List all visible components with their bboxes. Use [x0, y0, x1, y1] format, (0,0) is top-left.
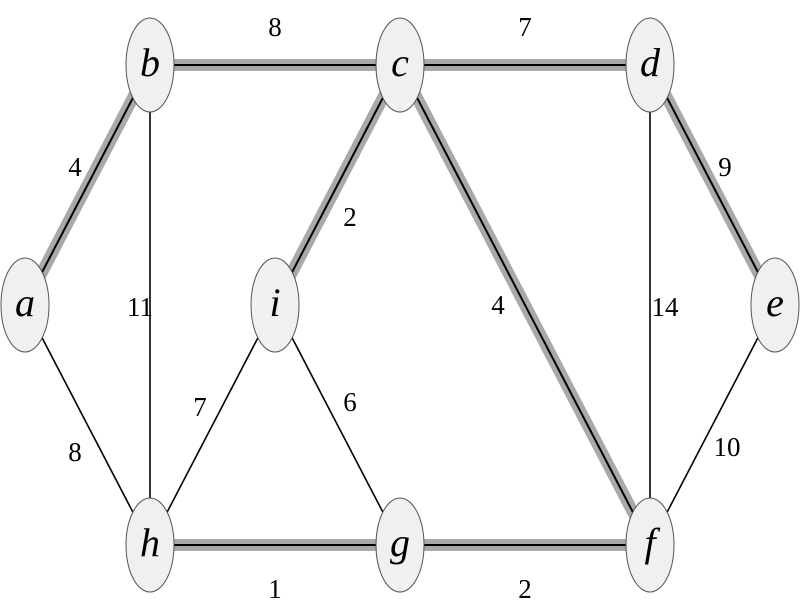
node-h: h — [125, 497, 175, 593]
node-i-label: i — [269, 280, 280, 325]
node-layer: a b c d e f g h i — [0, 17, 800, 593]
edge-c-i — [274, 64, 401, 306]
node-e-shape — [750, 257, 800, 353]
node-g: g — [375, 497, 425, 593]
edge-d-e-weight: 9 — [718, 152, 732, 182]
node-c-label: c — [391, 40, 409, 85]
edge-b-c-weight: 8 — [268, 12, 282, 42]
node-a-shape — [0, 257, 50, 353]
node-d-label: d — [640, 40, 661, 85]
node-a: a — [0, 257, 50, 353]
node-d: d — [625, 17, 675, 113]
node-e: e — [750, 257, 800, 353]
node-g-shape — [375, 497, 425, 593]
node-b-label: b — [140, 40, 160, 85]
edge-c-d-weight: 7 — [518, 12, 532, 42]
node-c-shape — [375, 17, 425, 113]
node-c: c — [375, 17, 425, 113]
edge-e-f — [649, 304, 776, 546]
edge-e-f-weight: 10 — [714, 432, 741, 462]
edge-a-h-weight: 8 — [68, 437, 82, 467]
node-h-label: h — [140, 520, 160, 565]
node-i: i — [250, 257, 300, 353]
edge-c-f — [399, 64, 651, 546]
edge-a-b — [24, 64, 151, 306]
edge-d-f-weight: 14 — [652, 292, 680, 322]
node-f-shape — [625, 497, 675, 593]
node-b-shape — [125, 17, 175, 113]
edge-a-h — [24, 304, 151, 546]
edge-a-b-weight: 4 — [68, 152, 82, 182]
node-g-label: g — [390, 520, 410, 565]
node-f: f — [625, 497, 675, 593]
edge-g-f-weight: 2 — [518, 574, 532, 600]
node-b: b — [125, 17, 175, 113]
edge-i-g — [274, 304, 401, 546]
node-d-shape — [625, 17, 675, 113]
edge-h-g-weight: 1 — [268, 574, 282, 600]
edge-i-g-weight: 6 — [343, 387, 357, 417]
edge-b-h-weight: 11 — [127, 292, 153, 322]
edge-d-e — [649, 64, 776, 306]
weight-label-layer: 4 8 7 9 2 4 1 2 8 11 7 6 14 10 — [68, 12, 740, 600]
node-e-label: e — [766, 280, 784, 325]
edge-h-i — [149, 304, 276, 546]
edge-layer — [24, 64, 776, 546]
edge-c-i-weight: 2 — [343, 202, 357, 232]
edge-h-i-weight: 7 — [193, 392, 207, 422]
node-i-shape — [250, 257, 300, 353]
node-h-shape — [125, 497, 175, 593]
edge-c-f-weight: 4 — [491, 290, 505, 320]
node-a-label: a — [15, 280, 35, 325]
